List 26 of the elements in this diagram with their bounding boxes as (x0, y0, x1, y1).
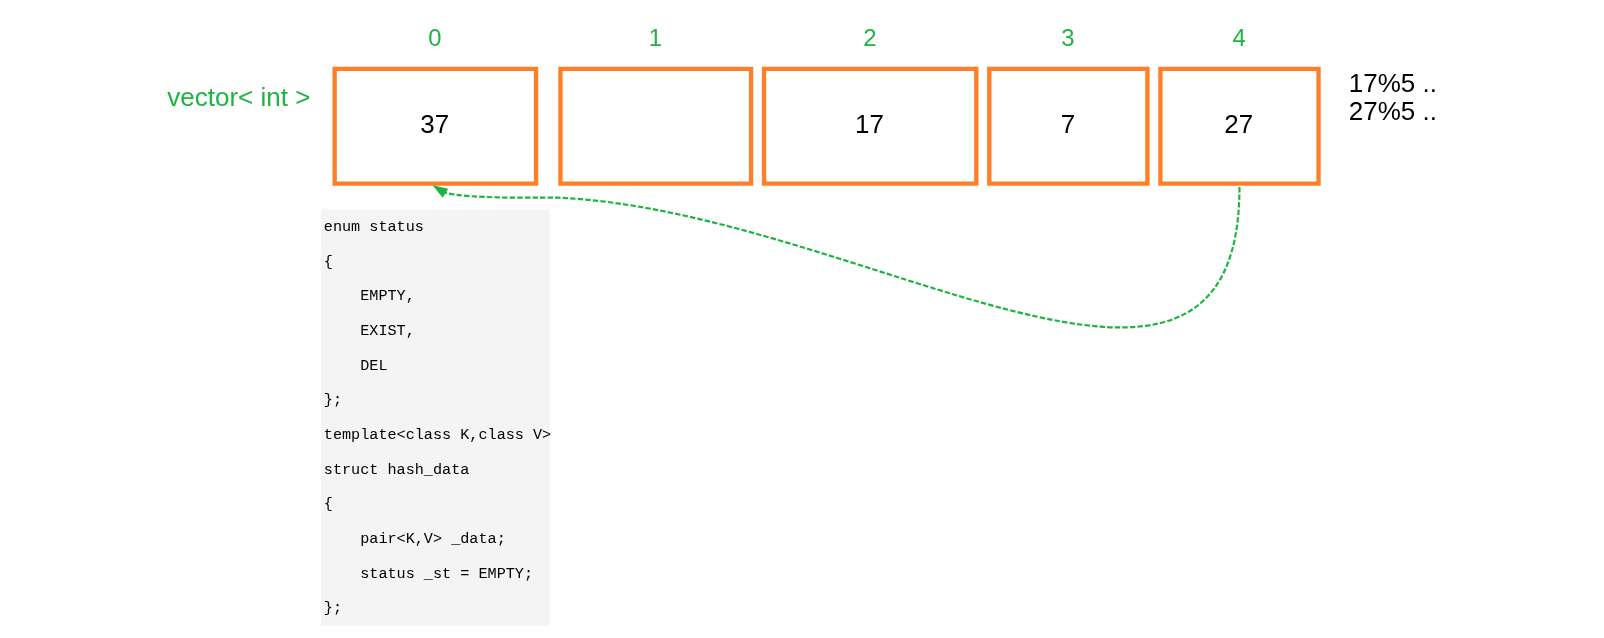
label: }; (323, 391, 342, 410)
label: EMPTY, (359, 287, 415, 306)
node-label: 4 (1231, 23, 1246, 51)
node-box: 17 (761, 66, 978, 186)
label: EXIST, (359, 321, 415, 340)
label: 17%5 .. (1348, 67, 1437, 98)
node-label: 1 (648, 23, 662, 51)
node-label: 2 (862, 23, 876, 51)
arrow (432, 185, 1241, 328)
label: 27%5 .. (1348, 95, 1437, 126)
node-box: 37 (332, 66, 538, 186)
label: vector< int > (166, 81, 310, 112)
label: { (323, 495, 333, 514)
node-label: 0 (427, 23, 442, 51)
node-box (557, 66, 753, 186)
label: struct hash_data (323, 460, 469, 479)
label: status _st = EMPTY; (359, 564, 533, 583)
label: DEL (359, 356, 387, 375)
label: enum status (323, 217, 424, 236)
node-box: 27 (1157, 66, 1321, 186)
label: template<class K,class V> (323, 425, 551, 444)
label: { (323, 252, 333, 271)
node-label: 3 (1060, 23, 1075, 51)
label: }; (323, 599, 342, 618)
label: pair<K,V> _data; (359, 529, 506, 548)
node-box: 7 (986, 66, 1150, 186)
